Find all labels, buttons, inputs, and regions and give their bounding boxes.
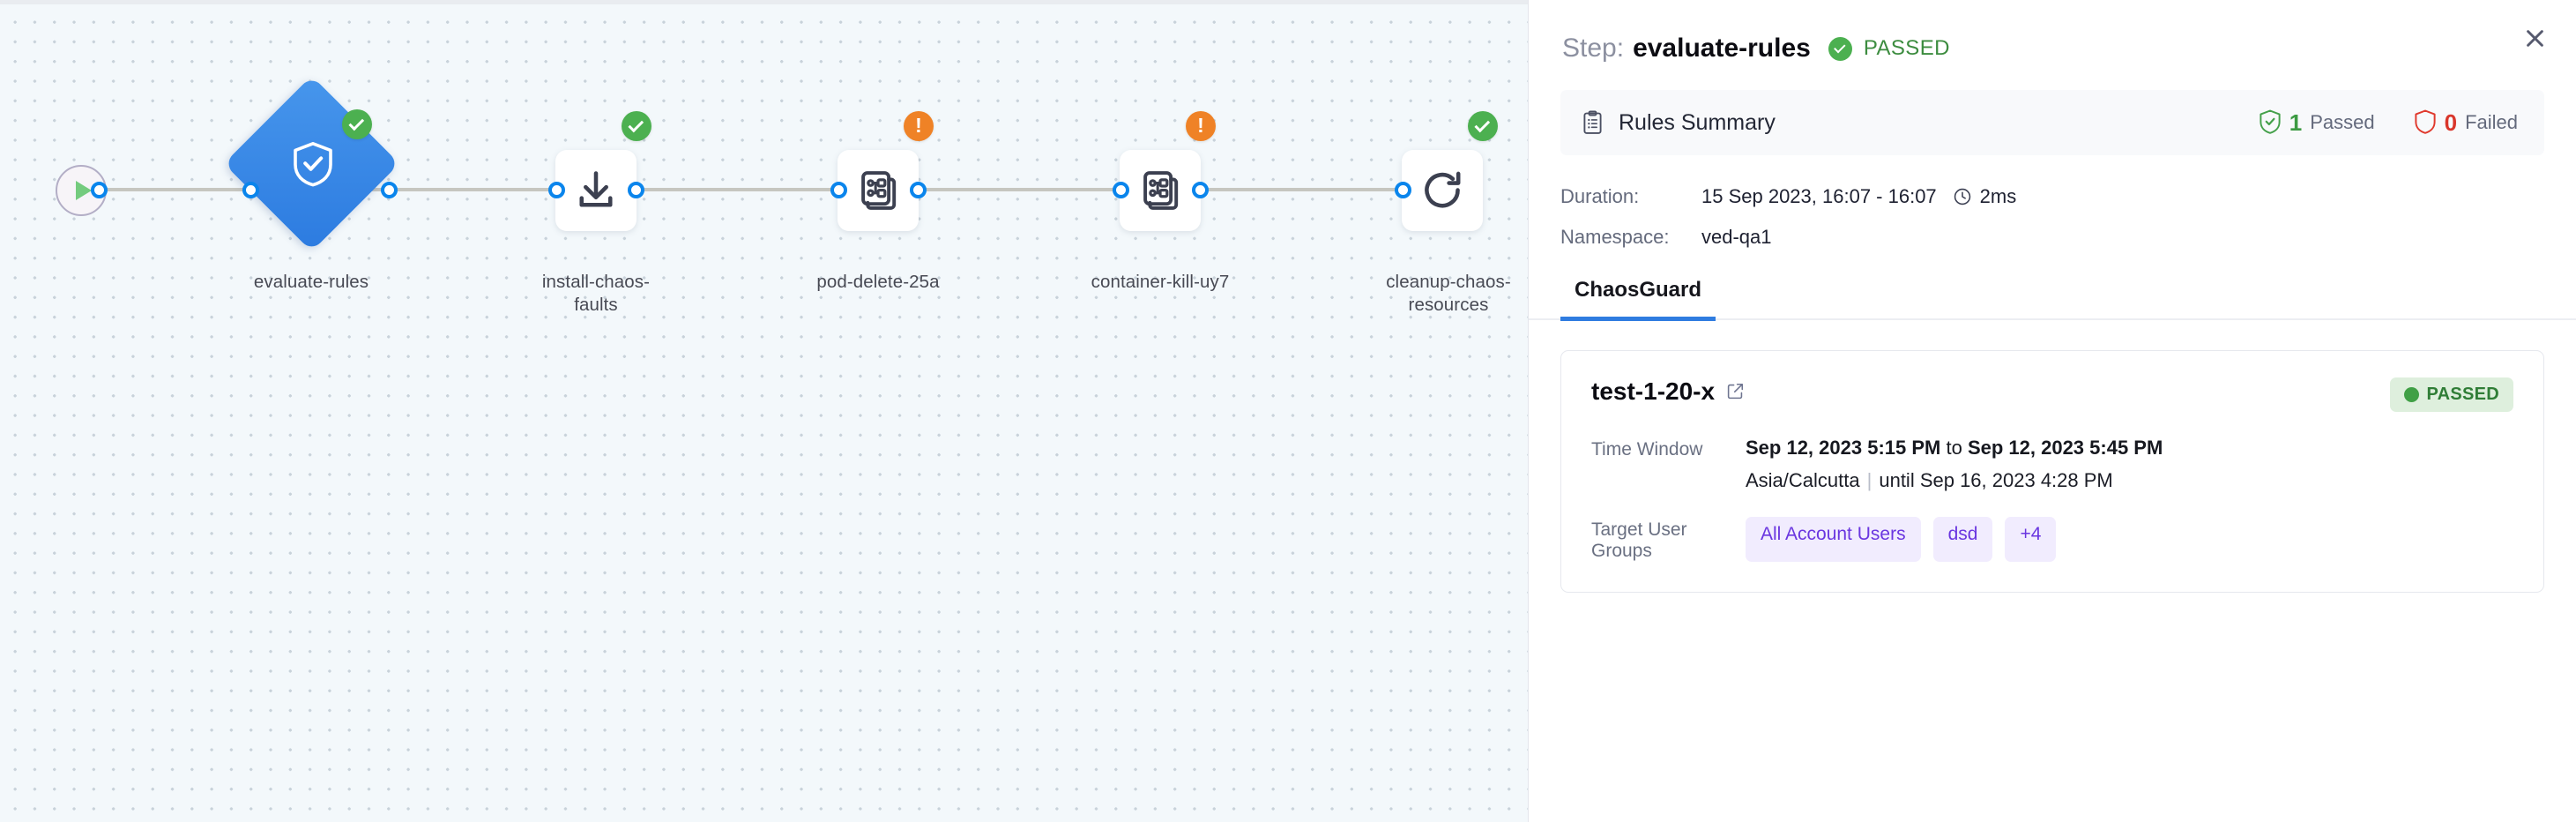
- until-text: until Sep 16, 2023 4:28 PM: [1879, 468, 2113, 491]
- rules-failed-label: Failed: [2465, 111, 2518, 133]
- rule-status-text: PASSED: [2426, 384, 2499, 404]
- node-label-line2: resources: [1408, 295, 1489, 315]
- port-container-kill-in[interactable]: [1113, 182, 1129, 198]
- node-label-container-kill-uy7: container-kill-uy7: [1091, 272, 1230, 292]
- check-circle-icon: [1828, 36, 1852, 61]
- tab-chaosguard[interactable]: ChaosGuard: [1560, 269, 1716, 321]
- timezone-text: Asia/Calcutta: [1746, 468, 1860, 491]
- shield-icon: [2415, 109, 2436, 134]
- namespace-value: ved-qa1: [1701, 226, 1772, 248]
- node-label-pod-delete-25a: pod-delete-25a: [816, 272, 940, 292]
- node-label-install-chaos-faults: install-chaos- faults: [499, 271, 693, 317]
- user-group-chip[interactable]: All Account Users: [1746, 516, 1921, 562]
- port-start-out[interactable]: [91, 182, 108, 198]
- rules-passed-count: 1: [2289, 108, 2303, 136]
- port-cleanup-in[interactable]: [1395, 182, 1411, 198]
- status-badge-evaluate-rules: [342, 109, 372, 139]
- node-install-chaos-faults[interactable]: [555, 150, 637, 231]
- namespace-label: Namespace:: [1560, 226, 1670, 248]
- time-window-label: Time Window: [1591, 438, 1703, 460]
- node-container-kill-uy7[interactable]: [1120, 150, 1201, 231]
- time-window-join: to: [1940, 436, 1968, 459]
- page-title: evaluate-rules: [1633, 34, 1811, 63]
- time-window-value: Sep 12, 2023 5:15 PM to Sep 12, 2023 5:4…: [1746, 437, 2163, 492]
- status-badge-install-chaos-faults: [622, 111, 651, 141]
- duration-row: Duration: 15 Sep 2023, 16:07 - 16:07 2ms: [1560, 185, 2544, 208]
- time-window-row: Time Window Sep 12, 2023 5:15 PM to Sep …: [1591, 437, 2513, 492]
- clipboard-icon: [1583, 110, 1602, 134]
- port-container-kill-out[interactable]: [1192, 182, 1209, 198]
- status-badge: PASSED: [1863, 36, 1950, 60]
- edge-container-to-cleanup: [1202, 188, 1401, 191]
- target-user-groups-chips: All Account Users dsd +4: [1746, 516, 2057, 562]
- rules-failed-metric: 0 Failed: [2414, 109, 2518, 137]
- node-label-cleanup-chaos-resources: cleanup-chaos- resources: [1347, 271, 1528, 317]
- duration-elapsed: 2ms: [1979, 185, 2017, 207]
- time-window-start: Sep 12, 2023 5:15 PM: [1746, 436, 1941, 459]
- status-dot-icon: [2404, 386, 2420, 402]
- chaosguard-card-header: test-1-20-x PASSED: [1591, 377, 2513, 412]
- clock-icon: [1953, 187, 1972, 206]
- rule-status-badge: PASSED: [2390, 377, 2513, 412]
- time-window-subline: Asia/Calcutta|until Sep 16, 2023 4:28 PM: [1746, 468, 2113, 491]
- chaos-fault-icon: [861, 171, 897, 210]
- pipeline-canvas[interactable]: evaluate-rules install-chaos- faults !: [0, 0, 1528, 822]
- node-cleanup-chaos-resources[interactable]: [1402, 150, 1483, 231]
- duration-label: Duration:: [1560, 185, 1640, 207]
- target-user-groups-row: Target User Groups All Account Users dsd…: [1591, 516, 2513, 562]
- step-prefix-label: Step:: [1562, 34, 1625, 63]
- step-meta: Duration: 15 Sep 2023, 16:07 - 16:07 2ms…: [1560, 185, 2544, 249]
- rules-summary-card: Rules Summary 1 Passed 0 Failed: [1560, 90, 2544, 155]
- port-install-in[interactable]: [548, 182, 565, 198]
- node-label-line2: faults: [574, 295, 618, 315]
- time-window-end: Sep 12, 2023 5:45 PM: [1967, 436, 2163, 459]
- refresh-icon: [1425, 171, 1461, 208]
- duration-range: 15 Sep 2023, 16:07 - 16:07: [1701, 185, 1937, 207]
- port-evaluate-rules-out[interactable]: [381, 182, 398, 198]
- port-pod-delete-out[interactable]: [910, 182, 927, 198]
- download-icon: [579, 171, 613, 207]
- target-user-groups-label: Target User Groups: [1591, 519, 1687, 561]
- rules-summary-title: Rules Summary: [1619, 109, 1776, 135]
- panel-header: Step: evaluate-rules PASSED: [1529, 0, 2576, 64]
- close-icon: [2526, 29, 2543, 47]
- rule-title: test-1-20-x: [1591, 377, 1745, 406]
- user-group-chip[interactable]: dsd: [1932, 516, 1993, 562]
- node-label-line1: install-chaos-: [541, 272, 651, 292]
- shield-check-icon: [2260, 109, 2281, 134]
- node-label-evaluate-rules: evaluate-rules: [253, 272, 369, 292]
- shield-check-icon: [294, 142, 332, 187]
- rules-passed-label: Passed: [2310, 111, 2375, 133]
- status-badge-container-kill-uy7: !: [1186, 111, 1216, 141]
- chaosguard-rule-card: test-1-20-x PASSED Time Window Sep 12, 2: [1560, 349, 2544, 593]
- edge-start-to-evaluate-rules: [99, 188, 266, 191]
- node-pod-delete-25a[interactable]: [838, 150, 919, 231]
- port-pod-delete-in[interactable]: [830, 182, 847, 198]
- edge-evaluate-to-install: [356, 188, 555, 191]
- port-evaluate-rules-in[interactable]: [242, 182, 259, 198]
- close-button[interactable]: [2513, 16, 2557, 60]
- external-link-icon[interactable]: [1726, 382, 1745, 400]
- edge-install-to-pod-delete: [638, 188, 837, 191]
- node-label-line1: cleanup-chaos-: [1386, 272, 1511, 292]
- start-node[interactable]: [56, 165, 107, 216]
- rules-passed-metric: 1 Passed: [2259, 109, 2375, 137]
- chaos-fault-icon: [1143, 171, 1179, 210]
- play-icon: [75, 181, 92, 200]
- port-install-out[interactable]: [628, 182, 644, 198]
- user-group-chip-overflow[interactable]: +4: [2005, 516, 2057, 562]
- status-badge-pod-delete-25a: !: [904, 111, 934, 141]
- step-details-panel: Step: evaluate-rules PASSED Rules Summar…: [1528, 0, 2576, 822]
- rules-failed-count: 0: [2444, 108, 2458, 136]
- rule-title-text: test-1-20-x: [1591, 377, 1716, 405]
- time-window-range: Sep 12, 2023 5:15 PM to Sep 12, 2023 5:4…: [1746, 437, 2163, 460]
- status-badge-cleanup-chaos-resources: [1468, 111, 1498, 141]
- namespace-row: Namespace: ved-qa1: [1560, 226, 2544, 249]
- panel-tabs: ChaosGuard: [1529, 269, 2576, 321]
- edge-pod-delete-to-container: [920, 188, 1119, 191]
- duration-value-wrap: 15 Sep 2023, 16:07 - 16:07 2ms: [1701, 185, 2016, 208]
